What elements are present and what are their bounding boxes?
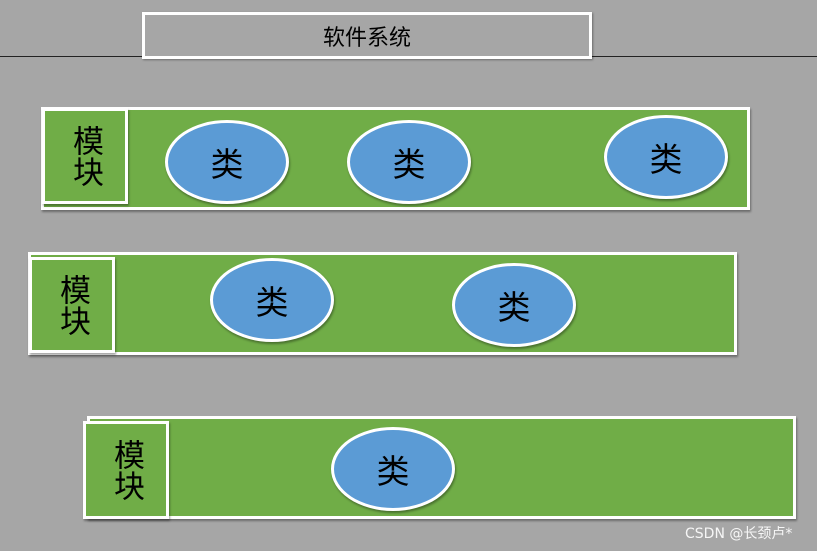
class-node: 类 — [604, 115, 728, 199]
class-node: 类 — [331, 427, 455, 511]
watermark-text: CSDN @长颈卢* — [685, 526, 793, 542]
class-node: 类 — [165, 120, 289, 204]
module-label-3-text: 模块 — [108, 439, 144, 501]
class-node: 类 — [347, 120, 471, 204]
class-node: 类 — [452, 263, 576, 347]
module-label-3: 模块 — [83, 421, 169, 519]
class-node: 类 — [210, 258, 334, 342]
module-label-2: 模块 — [29, 257, 115, 353]
system-title: 软件系统 — [322, 25, 411, 51]
module-label-1-text: 模块 — [67, 125, 103, 187]
module-label-1: 模块 — [42, 108, 128, 204]
module-label-2-text: 模块 — [54, 274, 90, 336]
system-title-box: 软件系统 — [142, 12, 592, 59]
module-row-2 — [28, 252, 737, 355]
